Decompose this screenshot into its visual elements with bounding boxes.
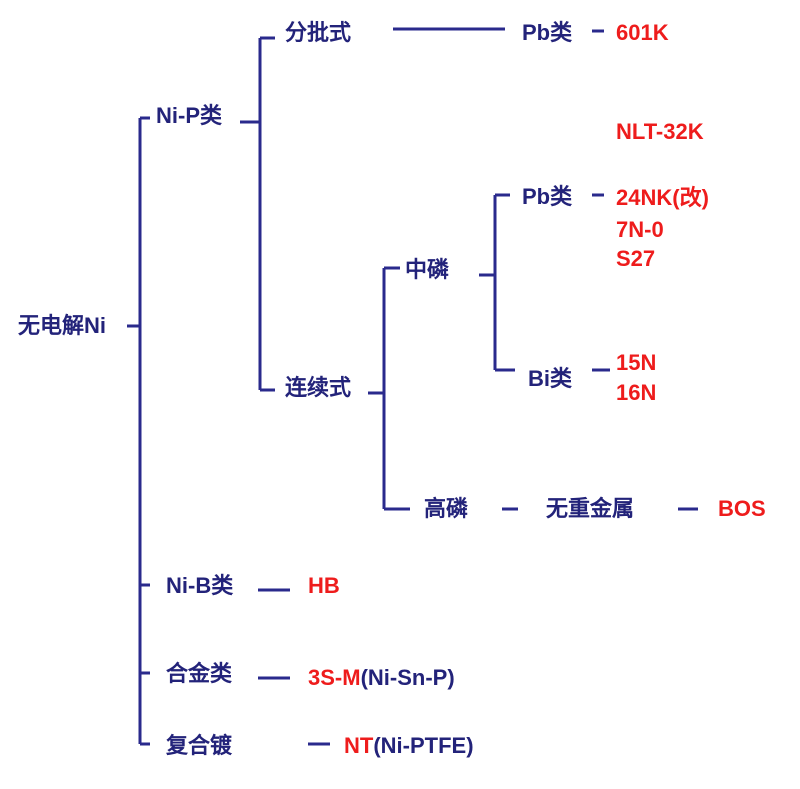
root-node: 无电解Ni: [18, 313, 107, 338]
product-601k: 601K: [616, 20, 669, 45]
phosphorus-medium: 中磷: [405, 257, 450, 282]
product-nlt-32k: NLT-32K: [616, 119, 704, 144]
product-bos: BOS: [718, 496, 766, 521]
product-hb: HB: [308, 573, 340, 598]
category-ni-b: Ni-B类: [166, 573, 234, 598]
category-composite: 复合镀: [166, 733, 233, 758]
product-15n: 15N: [616, 350, 657, 375]
product-nt-formula: (Ni-PTFE): [373, 733, 474, 758]
stabilizer-pb-batch: Pb类: [522, 20, 573, 45]
product-nt-group: NT(Ni-PTFE): [344, 733, 474, 759]
process-batch: 分批式: [285, 20, 352, 45]
product-3s-m: 3S-M: [308, 665, 361, 690]
category-alloy: 合金类: [166, 661, 233, 686]
product-7n-0: 7N-0: [616, 217, 664, 242]
product-3s-m-formula: (Ni-Sn-P): [360, 665, 455, 690]
product-s27: S27: [616, 246, 656, 271]
stabilizer-bi-medium: Bi类: [528, 366, 573, 391]
product-3s-m-group: 3S-M(Ni-Sn-P): [308, 665, 455, 691]
product-24nk: 24NK(改): [616, 185, 709, 210]
stabilizer-heavy-metal-free: 无重金属: [546, 496, 635, 521]
product-nt: NT: [344, 733, 374, 758]
phosphorus-high: 高磷: [424, 496, 469, 521]
product-16n: 16N: [616, 380, 657, 405]
process-continuous: 连续式: [285, 375, 352, 400]
stabilizer-pb-medium: Pb类: [522, 184, 573, 209]
category-ni-p: Ni-P类: [156, 103, 223, 128]
